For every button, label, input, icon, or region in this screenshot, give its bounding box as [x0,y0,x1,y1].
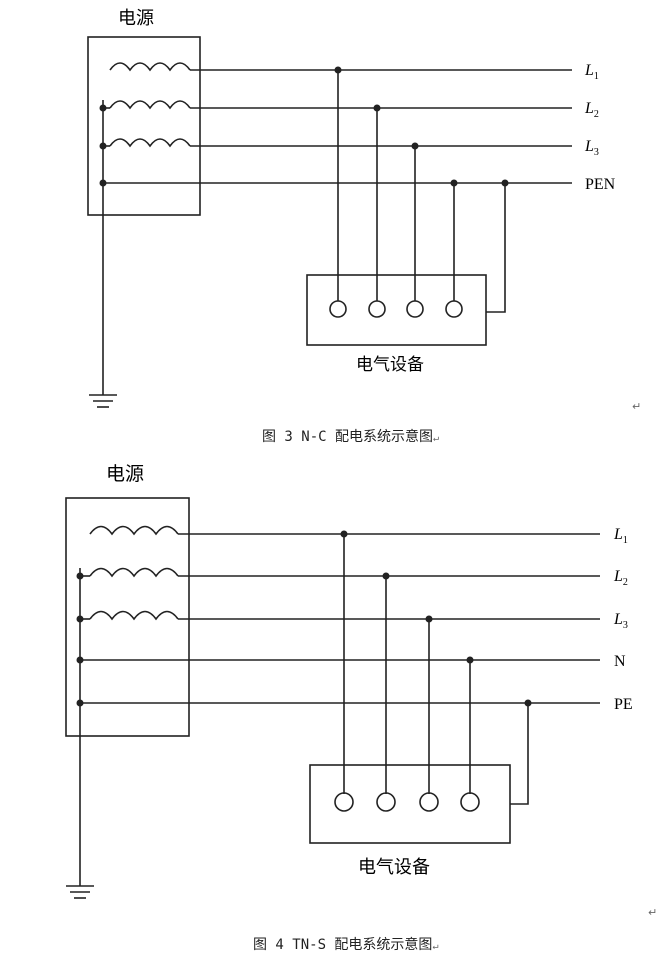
coil-1 [89,525,179,536]
label-pen: PEN [585,176,616,193]
coil-3 [89,610,179,621]
label-pe: PE [614,696,633,713]
coil-1 [109,62,191,72]
label-n: N [614,653,626,670]
equipment-label: 电气设备 [356,355,424,375]
terminal-3 [406,300,424,318]
source-label: 电源 [106,463,144,485]
source-label: 电源 [118,8,154,29]
label-l1: L1 [584,62,599,82]
label-l1: L1 [613,526,628,546]
figure-3-diagram: 电源 电气设备 L1 L2 L3 PEN [87,8,616,408]
return-mark: ↵ [632,400,642,413]
power-source-box [65,497,190,737]
return-mark: ↵ [648,906,658,919]
equipment-box [306,274,487,346]
equipment-label: 电气设备 [358,857,430,878]
terminal-2 [376,792,396,812]
terminal-3 [419,792,439,812]
coil-3 [109,138,191,148]
coil-2 [109,100,191,110]
terminal-2 [368,300,386,318]
power-source-box [87,36,201,216]
figure-4-diagram: 电源 电气设备 L1 L2 L3 N PE [65,463,633,899]
label-l2: L2 [584,100,599,120]
label-l2: L2 [613,568,628,588]
terminal-4 [445,300,463,318]
coil-2 [89,567,179,578]
label-l3: L3 [584,138,599,158]
label-l3: L3 [613,611,628,631]
terminal-1 [334,792,354,812]
figure-4-caption: 图 4 TN-S 配电系统示意图↵ [253,937,439,953]
terminal-1 [329,300,347,318]
terminal-4 [460,792,480,812]
equipment-box [309,764,511,844]
figure-3-caption: 图 3 N-C 配电系统示意图↵ [262,429,440,445]
